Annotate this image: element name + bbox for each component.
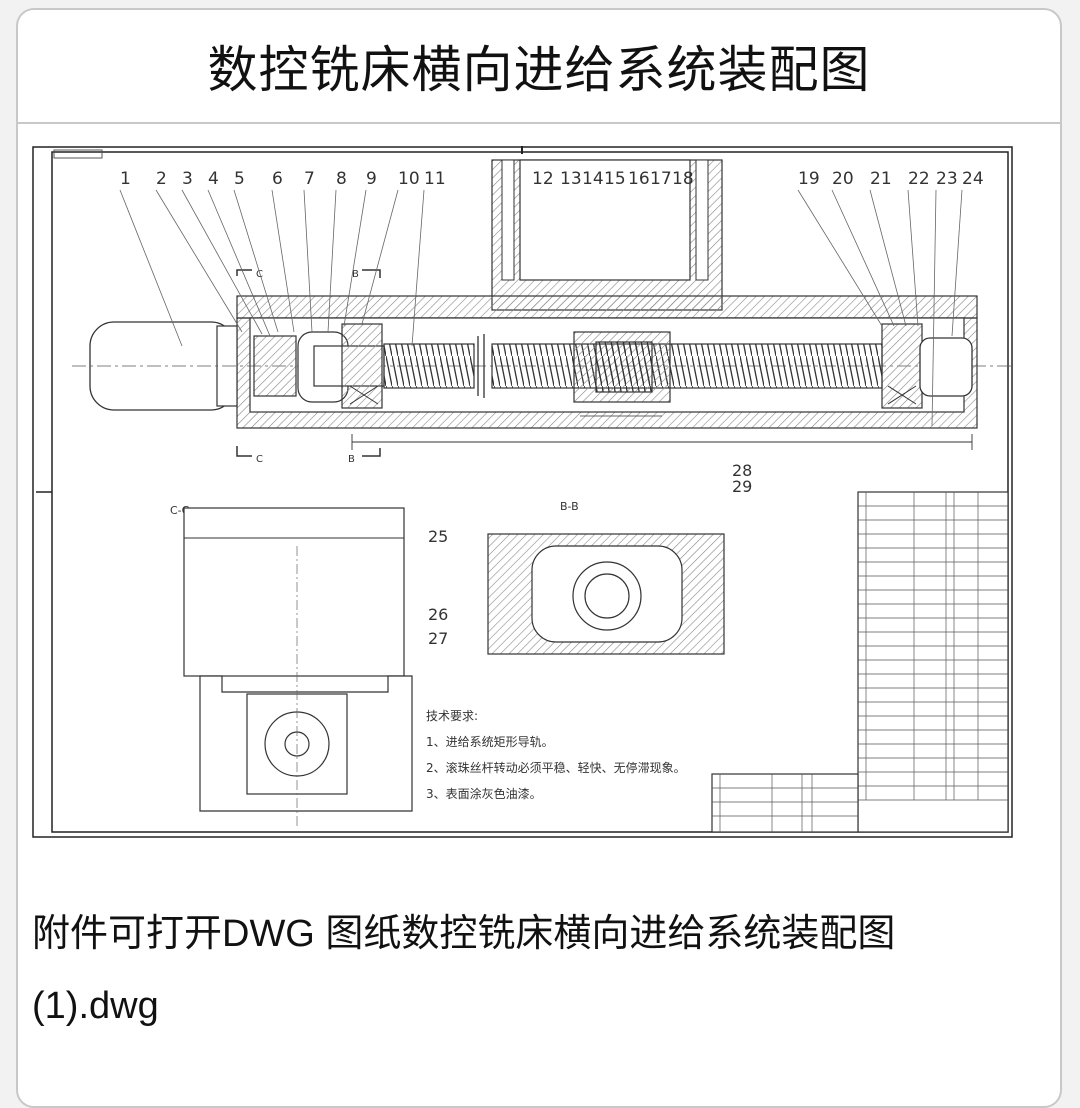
tech-item-3: 3、表面涂灰色油漆。 <box>426 786 542 801</box>
attachment-caption-line1: 附件可打开DWG 图纸数控铣床横向进给系统装配图 <box>32 913 896 955</box>
part-14: 14 <box>582 169 604 189</box>
part-8: 8 <box>336 169 347 189</box>
part-15: 15 <box>604 169 626 189</box>
section-marker-c-top: C <box>256 269 263 280</box>
part-18: 18 <box>672 169 694 189</box>
section-marker-b-bottom: B <box>348 454 355 465</box>
leader-lines <box>119 189 963 427</box>
part-3: 3 <box>182 169 193 189</box>
part-20: 20 <box>832 169 854 189</box>
part-13: 13 <box>560 169 582 189</box>
part-4: 4 <box>208 169 219 189</box>
part-7: 7 <box>304 169 315 189</box>
part-labels-lower: 25 26 27 28 29 <box>428 461 752 648</box>
section-marker-c-bottom: C <box>256 454 263 465</box>
part-12: 12 <box>532 169 554 189</box>
card-title: 数控铣床横向进给系统装配图 <box>207 41 871 99</box>
cad-drawing-svg: C C B B 1 2 3 4 5 6 7 8 9 10 11 12 13 14… <box>32 146 1013 838</box>
card-header: 数控铣床横向进给系统装配图 <box>18 10 1060 124</box>
part-24: 24 <box>962 169 984 189</box>
part-16: 16 <box>628 169 650 189</box>
section-bb-label: B-B <box>560 500 579 513</box>
part-29: 29 <box>732 477 752 496</box>
section-marker-b-top: B <box>352 269 359 280</box>
part-17: 17 <box>650 169 672 189</box>
part-2: 2 <box>156 169 167 189</box>
part-6: 6 <box>272 169 283 189</box>
part-9: 9 <box>366 169 377 189</box>
part-labels-top: 1 2 3 4 5 6 7 8 9 10 11 12 13 14 15 16 1… <box>120 169 984 189</box>
attachment-caption[interactable]: 附件可打开DWG 图纸数控铣床横向进给系统装配图 (1).dwg <box>32 898 1012 1042</box>
part-19: 19 <box>798 169 820 189</box>
part-28: 28 <box>732 461 752 480</box>
part-25: 25 <box>428 527 448 546</box>
tech-item-1: 1、进给系统矩形导轨。 <box>426 735 554 749</box>
cad-drawing-image[interactable]: C C B B 1 2 3 4 5 6 7 8 9 10 11 12 13 14… <box>32 146 1013 838</box>
part-11: 11 <box>424 169 446 189</box>
part-27: 27 <box>428 629 448 648</box>
part-23: 23 <box>936 169 958 189</box>
part-10: 10 <box>398 169 420 189</box>
part-5: 5 <box>234 169 245 189</box>
technical-requirements: 技术要求: 1、进给系统矩形导轨。 2、滚珠丝杆转动必须平稳、轻快、无停滞现象。… <box>426 709 686 801</box>
part-21: 21 <box>870 169 892 189</box>
attachment-caption-line2: (1).dwg <box>32 985 159 1027</box>
part-1: 1 <box>120 169 131 189</box>
part-22: 22 <box>908 169 930 189</box>
part-26: 26 <box>428 605 448 624</box>
tech-item-2: 2、滚珠丝杆转动必须平稳、轻快、无停滞现象。 <box>426 760 686 775</box>
tech-title: 技术要求: <box>426 709 478 723</box>
